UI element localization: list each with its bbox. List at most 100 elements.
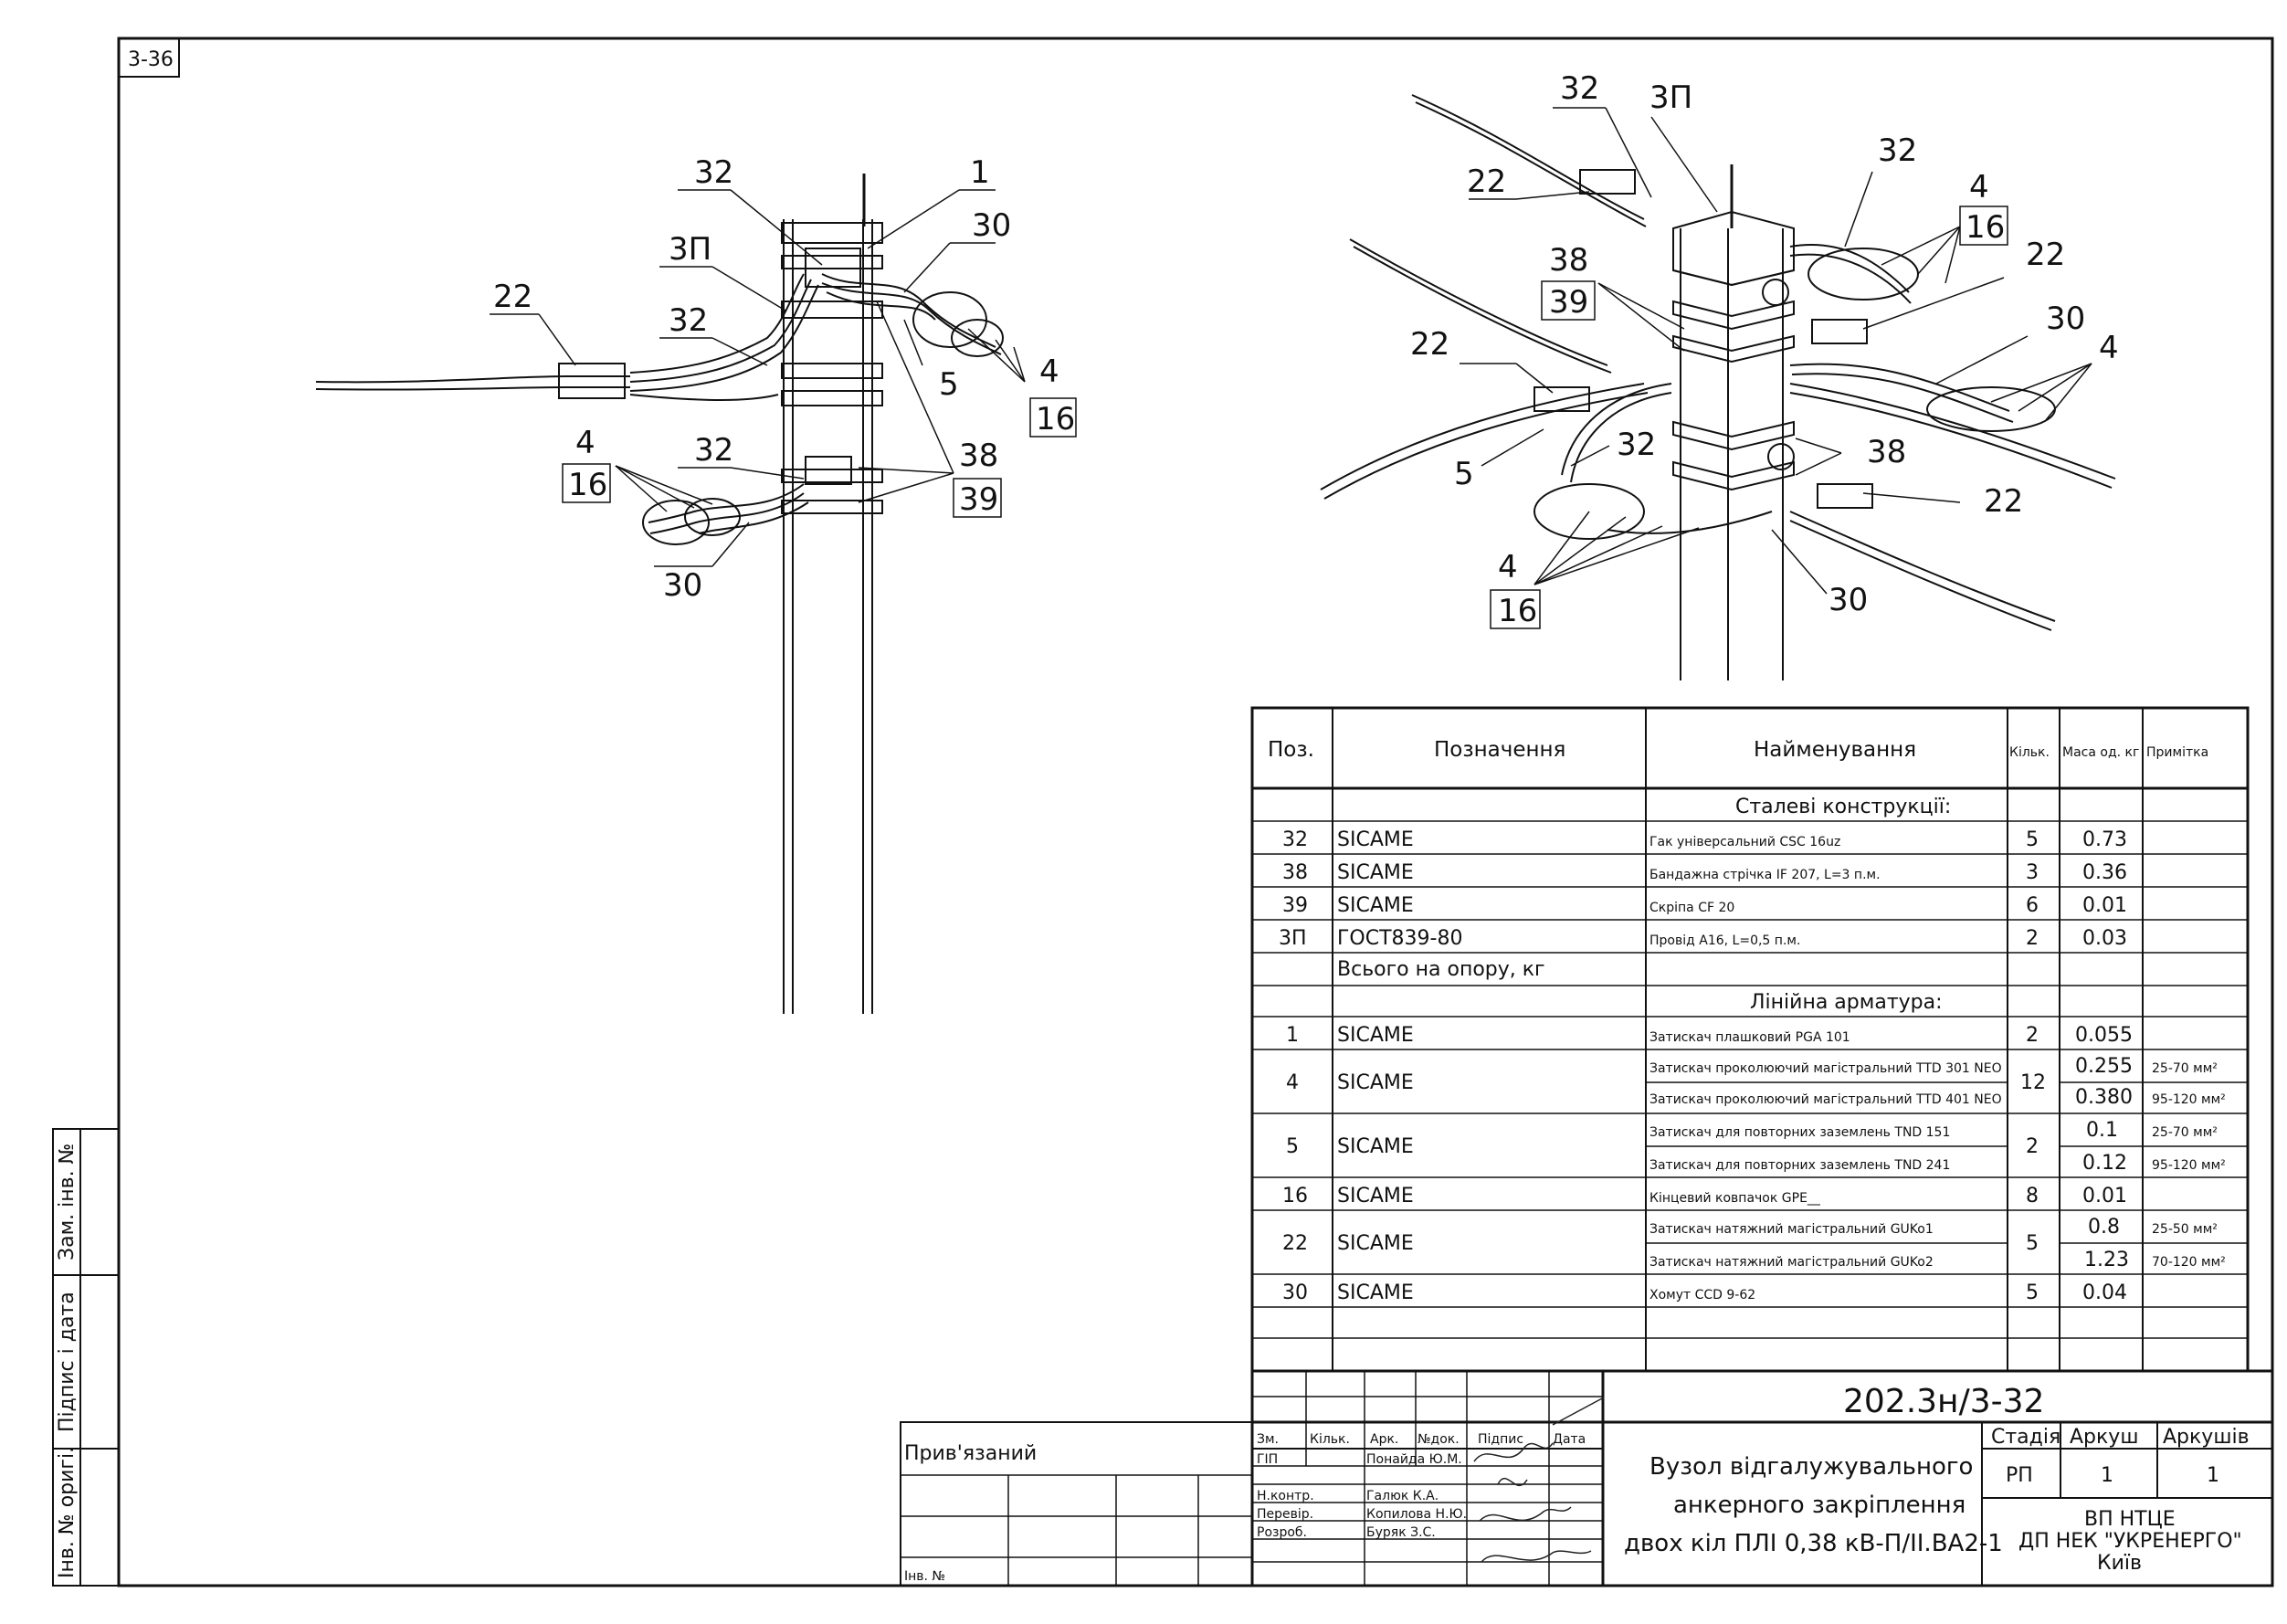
callout: 4 [1039, 353, 1059, 390]
sheet-value: 1 [2101, 1464, 2113, 1487]
row-name: Затискач проколюючий магістральний TTD 4… [1649, 1092, 2002, 1107]
sheet-number-box [118, 37, 180, 78]
row-mass: 0.01 [2082, 894, 2127, 917]
pryviazanyi-label: Прив'язаний [904, 1442, 1037, 1465]
row-qty: 6 [2026, 894, 2039, 917]
row-pos: 22 [1282, 1232, 1308, 1255]
row-des: SICAME [1337, 1281, 1414, 1304]
callout: 3П [669, 231, 711, 268]
role-nkontr: Н.контр. [1257, 1489, 1314, 1503]
callout: 22 [1410, 326, 1449, 363]
leaders-left [490, 189, 1026, 567]
name-rozrob: Буряк З.С. [1366, 1525, 1436, 1540]
row-qty: 2 [2026, 1024, 2039, 1047]
row-qty: 5 [2026, 1232, 2039, 1255]
row-des: SICAME [1337, 1135, 1414, 1158]
row-pos: 4 [1286, 1071, 1299, 1094]
row-pos: 16 [1282, 1185, 1308, 1207]
callouts-left: 32 1 3П 30 22 32 5 4 16 32 38 4 16 39 30 [493, 154, 1077, 604]
name-nkontr: Галюк К.А. [1366, 1489, 1439, 1503]
callout: 22 [493, 279, 532, 315]
title-line-2: анкерного закріплення [1673, 1492, 1966, 1519]
role-rozrob: Розроб. [1257, 1525, 1307, 1540]
org-line-1: ВП НТЦЕ [2084, 1508, 2176, 1531]
callout: 38 [959, 438, 998, 474]
row-mass: 0.03 [2082, 927, 2127, 950]
col-ark: Арк. [1370, 1432, 1398, 1447]
col-zm: Зм. [1257, 1432, 1279, 1447]
row-des: SICAME [1337, 1232, 1414, 1255]
org-line-3: Київ [2097, 1552, 2142, 1575]
row-des: SICAME [1337, 861, 1414, 884]
row-des: SICAME [1337, 1024, 1414, 1047]
row-qty: 3 [2026, 861, 2039, 884]
callout: 30 [663, 567, 702, 604]
row-mass: 0.8 [2088, 1216, 2120, 1239]
row-note: 25-50 мм² [2152, 1222, 2218, 1237]
sheet-number: 3-36 [128, 48, 174, 71]
row-des: SICAME [1337, 1071, 1414, 1094]
spec-table-grid [1250, 706, 2250, 1373]
row-mass: 0.12 [2082, 1152, 2127, 1175]
inv-no-label: Інв. № [904, 1569, 945, 1584]
callout: 32 [694, 432, 733, 469]
row-pos: 39 [1282, 894, 1308, 917]
callouts-right: 32 3П 32 22 4 16 38 39 22 22 30 4 5 32 3… [1410, 70, 2119, 629]
drawing-code: 202.3н/3-32 [1843, 1383, 2044, 1420]
row-name: Затискач для повторних заземлень TND 241 [1649, 1158, 1950, 1173]
row-qty: 5 [2026, 1281, 2039, 1304]
callout: 22 [1984, 483, 2023, 520]
callout: 30 [972, 207, 1011, 244]
callout: 39 [959, 481, 998, 518]
callout: 4 [575, 425, 595, 461]
role-gip: ГІП [1257, 1452, 1278, 1467]
row-mass: 0.73 [2082, 828, 2127, 851]
row-name: Затискач натяжний магістральний GUKo1 [1649, 1222, 1934, 1237]
stamp-zam-inv: Зам. інв. № [56, 1144, 79, 1261]
row-name: Затискач для повторних заземлень TND 151 [1649, 1125, 1950, 1140]
row-note: 25-70 мм² [2152, 1125, 2218, 1140]
side-stamp [52, 1128, 120, 1587]
spec-rows: 32 SICAME Гак універсальний CSC 16uz 5 0… [1279, 828, 2226, 1304]
section-line: Лінійна арматура: [1750, 991, 1943, 1014]
row-des: SICAME [1337, 1185, 1414, 1207]
row-qty: 8 [2026, 1185, 2039, 1207]
callout: 30 [2046, 301, 2085, 337]
callout: 5 [939, 366, 959, 403]
header-designation: Позначення [1434, 738, 1565, 762]
row-note: 70-120 мм² [2152, 1255, 2226, 1270]
row-name: Бандажна стрічка IF 207, L=3 п.м. [1649, 868, 1881, 882]
row-qty: 12 [2020, 1071, 2046, 1094]
callout: 39 [1549, 284, 1588, 321]
row-pos: 30 [1282, 1281, 1308, 1304]
callout: 4 [1498, 549, 1518, 585]
col-kilk: Кільк. [1310, 1432, 1350, 1447]
row-mass: 0.380 [2075, 1086, 2133, 1109]
sheets-value: 1 [2207, 1464, 2219, 1487]
row-name: Затискач проколюючий магістральний TTD 3… [1649, 1061, 2002, 1076]
row-name: Провід А16, L=0,5 п.м. [1649, 933, 1800, 948]
total-label: Всього на опору, кг [1337, 958, 1545, 981]
row-mass: 0.255 [2075, 1055, 2133, 1078]
signatures [1473, 1397, 1605, 1563]
callout: 4 [2099, 330, 2119, 366]
row-name: Хомут CCD 9-62 [1649, 1288, 1755, 1302]
stage-value: РП [2006, 1464, 2033, 1487]
section-steel: Сталеві конструкції: [1735, 796, 1951, 818]
callout: 16 [1498, 593, 1537, 629]
row-name: Кінцевий ковпачок GPE__ [1649, 1191, 1821, 1206]
callout: 38 [1867, 434, 1906, 470]
sheets-label: Аркушів [2163, 1426, 2250, 1449]
row-note: 95-120 мм² [2152, 1092, 2226, 1107]
callout: 1 [970, 154, 990, 191]
row-mass: 1.23 [2084, 1249, 2129, 1271]
row-des: SICAME [1337, 894, 1414, 917]
title-block-grid [900, 1369, 2274, 1587]
callout: 32 [1878, 132, 1917, 169]
callout: 22 [1467, 163, 1506, 200]
callout-box [1029, 397, 1077, 438]
callout: 22 [2026, 237, 2065, 273]
row-name: Затискач натяжний магістральний GUKo2 [1649, 1255, 1934, 1270]
row-pos: 1 [1286, 1024, 1299, 1047]
name-gip: Понайда Ю.М. [1366, 1452, 1462, 1467]
